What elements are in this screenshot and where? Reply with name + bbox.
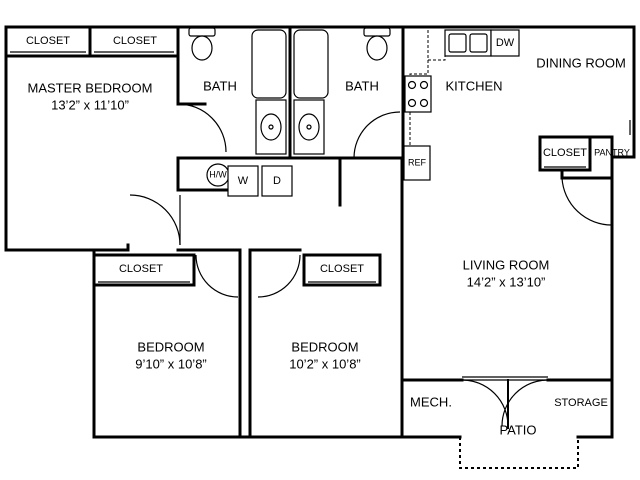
entry-door-swing <box>561 177 613 226</box>
bath-label: BATH <box>203 78 237 93</box>
living-room-size: 14’2” x 13’10” <box>467 274 546 289</box>
bath-1-fixtures <box>188 27 287 155</box>
bath-label: BATH <box>345 78 379 93</box>
bedroom-size: 9’10” x 10’8” <box>135 356 207 371</box>
master-bedroom-door-swing <box>177 103 227 153</box>
mech-label: MECH. <box>410 394 452 409</box>
pantry-shelf <box>629 120 635 135</box>
bathtub-icon <box>293 29 329 99</box>
toilet-icon <box>191 35 213 61</box>
bath2-door-swing <box>353 111 401 159</box>
bath-2-fixtures <box>293 27 391 155</box>
dryer-label: D <box>273 175 281 187</box>
kitchen-fixtures <box>403 29 520 181</box>
dishwasher-label: DW <box>496 37 515 49</box>
washer-box <box>227 165 259 197</box>
bedroom3-door-swing <box>257 254 301 298</box>
dishwasher-box <box>490 29 520 57</box>
water-heater-label: H/W <box>209 169 227 179</box>
toilet-tank-icon <box>363 27 391 37</box>
mech-door-swing <box>461 379 509 427</box>
washer-label: W <box>238 175 249 187</box>
closet-label: CLOSET <box>543 147 587 159</box>
bedroom-label: BEDROOM <box>137 339 204 354</box>
closet-doors <box>10 51 586 283</box>
closet-label: CLOSET <box>320 263 364 275</box>
master-bedroom-size: 13’2” x 11’10” <box>51 97 129 112</box>
toilet-icon <box>366 35 388 61</box>
closet-label: CLOSET <box>119 263 163 275</box>
patio-label: PATIO <box>499 422 536 437</box>
dryer-box <box>261 165 293 197</box>
storage-label: STORAGE <box>554 397 608 409</box>
bedroom-size: 10’2” x 10’8” <box>289 356 361 371</box>
living-room-label: LIVING ROOM <box>463 257 550 272</box>
laundry-fixtures <box>206 163 293 197</box>
storage-door-swing <box>501 379 549 427</box>
pantry-label: PANTRY <box>594 147 630 157</box>
hall-door-swing-left <box>129 194 181 246</box>
toilet-tank-icon <box>188 27 216 37</box>
stove-icon <box>404 75 432 113</box>
closet-label: CLOSET <box>113 35 157 47</box>
bedroom-label: BEDROOM <box>291 339 358 354</box>
master-bedroom-label: MASTER BEDROOM <box>28 80 153 95</box>
bathtub-icon <box>251 29 287 99</box>
interior-walls <box>4 25 614 439</box>
dining-room-label: DINING ROOM <box>536 55 626 70</box>
refrigerator-label: REF <box>408 157 427 167</box>
kitchen-label: KITCHEN <box>445 78 502 93</box>
closet-label: CLOSET <box>26 35 70 47</box>
bedroom2-door-swing <box>195 254 239 298</box>
refrigerator-box <box>403 145 431 181</box>
